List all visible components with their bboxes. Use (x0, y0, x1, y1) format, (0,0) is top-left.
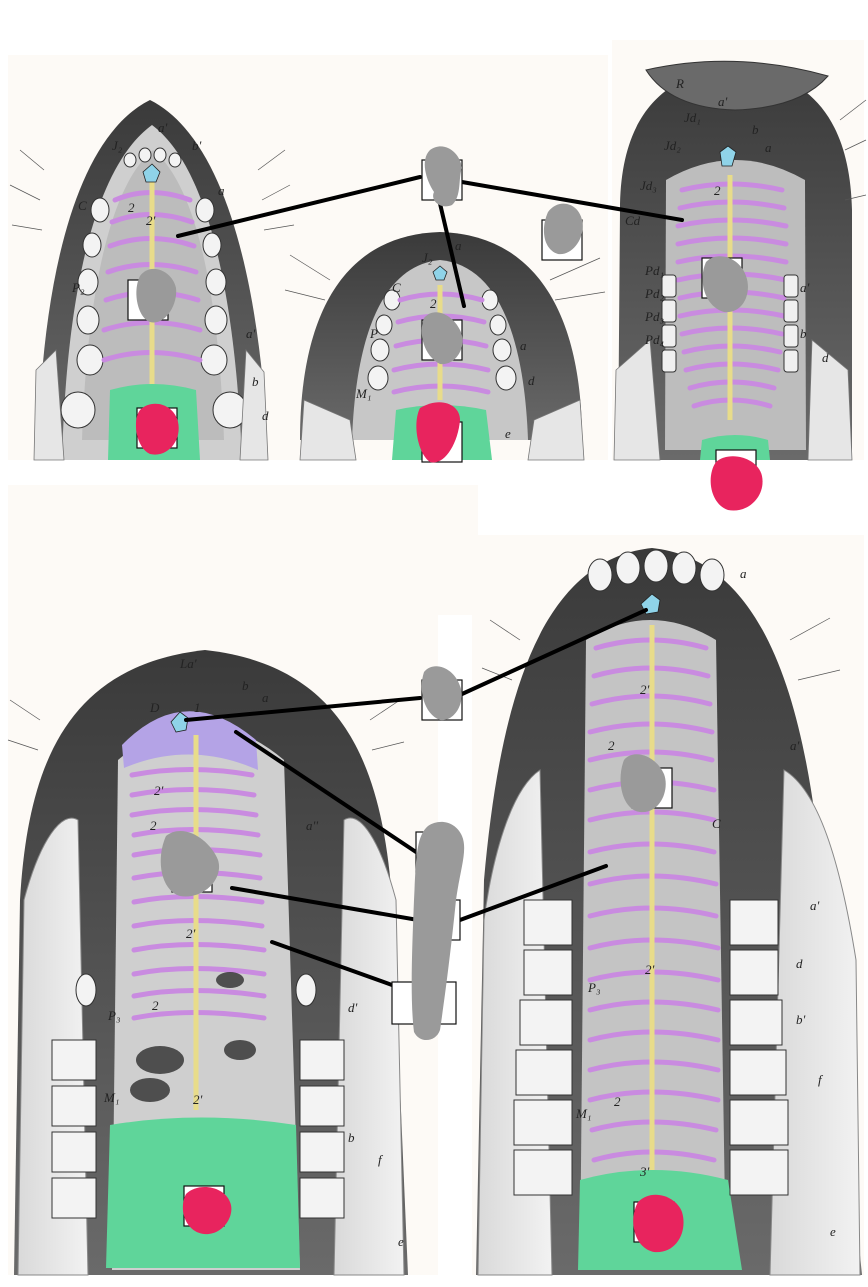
label-a-prime-lower: a' (810, 898, 820, 913)
label-Pd4: Pd₄ (644, 332, 664, 347)
scribble-top-center (424, 146, 462, 207)
label-2-prime: 2' (640, 682, 650, 697)
label-R: R (675, 76, 684, 91)
scribble-panel1 (136, 268, 177, 323)
label-C: C (712, 816, 721, 831)
grey-scribbles (136, 146, 748, 1041)
label-C: C (78, 198, 87, 213)
label-2-prime: 2' (146, 213, 156, 228)
scribble-tall-center (411, 821, 465, 1041)
label-2: 2 (430, 296, 437, 311)
label-2-lower: 2 (152, 998, 159, 1013)
label-d-prime: d' (348, 1000, 358, 1015)
label-a: a (740, 566, 747, 581)
label-Jd3: Jd₃ (640, 178, 657, 193)
label-2-lower: 2 (614, 1094, 621, 1109)
label-P2: P₂ (71, 280, 85, 295)
red-mark-panel1 (135, 403, 179, 455)
label-2-prime-mid: 2' (186, 926, 196, 941)
label-2: 2 (150, 818, 157, 833)
label-Cd: Cd (625, 213, 641, 228)
label-b: b (242, 678, 249, 693)
label-2: 2 (128, 200, 135, 215)
label-M1: M₁ (575, 1106, 591, 1121)
scribble-panel3 (702, 256, 748, 313)
label-J2: J₂ (112, 138, 123, 153)
label-d: d (528, 373, 535, 388)
label-Jd2: Jd₂ (664, 138, 681, 153)
label-a: a (765, 140, 772, 155)
label-a-prime: a' (158, 120, 168, 135)
label-P3: P₃ (587, 980, 600, 995)
label-a-prime: a' (718, 94, 728, 109)
label-e: e (398, 1234, 404, 1249)
palate-panel-4: La' b a D 1 2' 2 2' 2 P₃ M₁ 2' a'' d' b … (7, 650, 408, 1276)
red-marks (135, 402, 763, 1253)
label-2-prime: 2' (154, 783, 164, 798)
label-Pd2: Pd₂ (644, 286, 664, 301)
scribble-lower-center-top (421, 666, 462, 721)
label-M1: M₁ (355, 386, 371, 401)
middle-blank-area (8, 485, 478, 615)
label-d: d (822, 350, 829, 365)
label-b: b (752, 122, 759, 137)
label-P: P (369, 326, 378, 341)
leader-lines (176, 175, 684, 987)
label-2: 2 (608, 738, 615, 753)
label-a-prime-lower: a' (246, 326, 256, 341)
label-b-prime: b' (192, 138, 202, 153)
label-C: C (392, 280, 401, 295)
label-a-prime-lower: a' (800, 280, 810, 295)
label-f: f (818, 1072, 824, 1087)
label-Pd3: Pd₃ (644, 309, 664, 324)
red-mark-panel4 (182, 1187, 232, 1235)
scribble-panel5 (620, 754, 666, 813)
red-mark-panel2 (416, 402, 460, 463)
label-a: a (218, 183, 225, 198)
label-2-prime-low: 2' (193, 1092, 203, 1107)
label-d: d (796, 956, 803, 971)
red-mark-panel5 (633, 1194, 684, 1253)
label-b-lower: b (348, 1130, 355, 1145)
label-P3: P₃ (107, 1008, 120, 1023)
label-a: a (455, 238, 462, 253)
scribble-panel2 (421, 312, 463, 365)
label-a: a (262, 690, 269, 705)
label-2-prime-mid: 2' (645, 962, 655, 977)
label-f: f (378, 1152, 384, 1167)
scribble-top-gap (543, 203, 583, 255)
label-M1: M₁ (103, 1090, 119, 1105)
label-Pd1: Pd₁ (644, 263, 664, 278)
label-J2: J₂ (422, 250, 433, 265)
label-3-prime: 3' (639, 1164, 650, 1179)
label-b-lower: b (800, 326, 807, 341)
scribble-panel4 (160, 831, 220, 897)
label-D: D (149, 700, 160, 715)
label-a-right: a (520, 338, 527, 353)
label-b: b (252, 374, 259, 389)
label-b-prime: b' (796, 1012, 806, 1027)
label-1: 1 (194, 700, 201, 715)
label-a-prime: a' (790, 738, 800, 753)
label-a-double-prime: a'' (306, 818, 318, 833)
red-mark-panel3 (710, 456, 763, 511)
label-2: 2 (714, 183, 721, 198)
label-e: e (830, 1224, 836, 1239)
label-e: e (505, 426, 511, 441)
label-d: d (262, 408, 269, 423)
label-La-prime: La' (179, 656, 197, 671)
label-Jd1: Jd₁ (684, 110, 701, 125)
